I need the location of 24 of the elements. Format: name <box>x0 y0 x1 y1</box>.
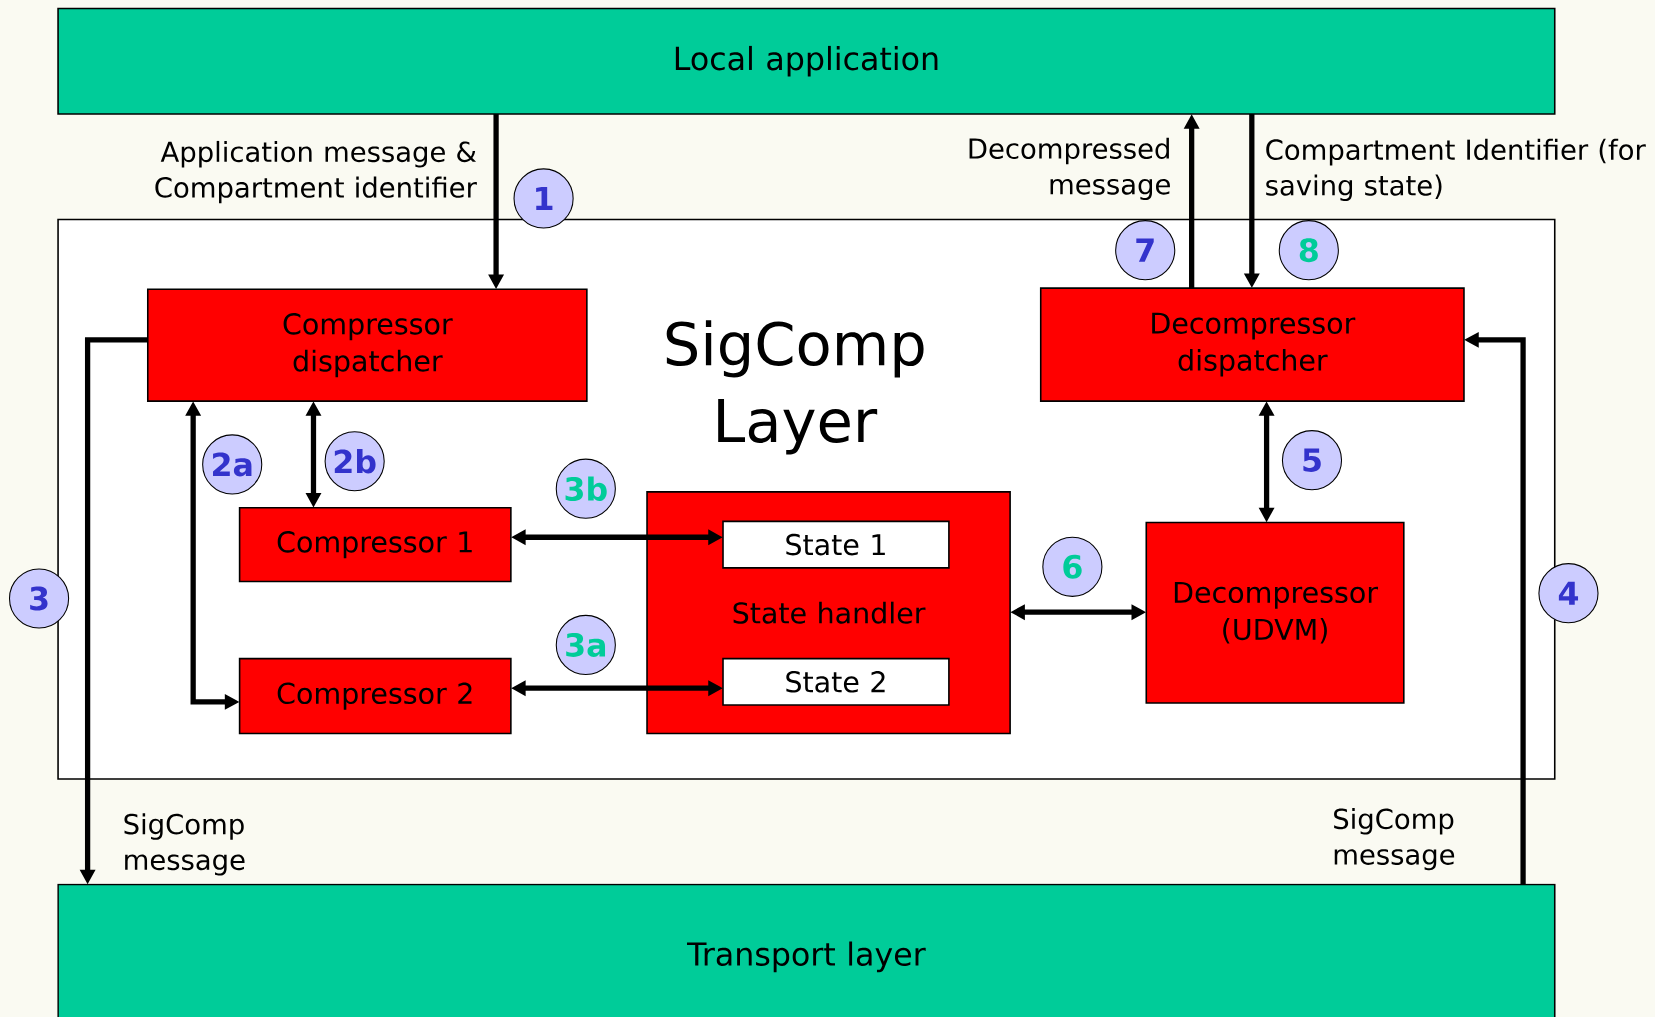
process-box: Compressor 2 <box>238 657 512 735</box>
process-box: Decompressor (UDVM) <box>1145 521 1405 704</box>
annotation-text: Decompressed message <box>969 137 1170 200</box>
process-box: Compressor dispatcher <box>147 288 588 402</box>
annotation-text: Compartment Identifier (for saving state) <box>1266 138 1646 201</box>
state-box: State 1 <box>722 520 950 569</box>
callout-number: 4 <box>1538 562 1599 624</box>
layer-box: Transport layer <box>57 883 1556 1017</box>
annotation-text: Application message & Compartment identifier <box>155 140 477 203</box>
callout-number: 2a <box>202 434 263 495</box>
state-box: State 2 <box>722 657 950 706</box>
callout-number: 2b <box>324 430 385 492</box>
callout-number: 6 <box>1042 536 1103 597</box>
callout-number: 7 <box>1115 219 1176 280</box>
callout-number: 5 <box>1281 429 1343 491</box>
annotation-text: SigComp message <box>124 813 245 876</box>
process-box: Decompressor dispatcher <box>1039 287 1465 402</box>
layer-box: Local application <box>57 7 1556 115</box>
process-box: Compressor 1 <box>238 506 512 583</box>
callout-number: 3a <box>555 614 616 675</box>
callout-number: 1 <box>513 168 574 229</box>
callout-number: 8 <box>1278 219 1339 280</box>
callout-number: 3b <box>555 458 616 519</box>
callout-number: 3 <box>8 568 70 629</box>
